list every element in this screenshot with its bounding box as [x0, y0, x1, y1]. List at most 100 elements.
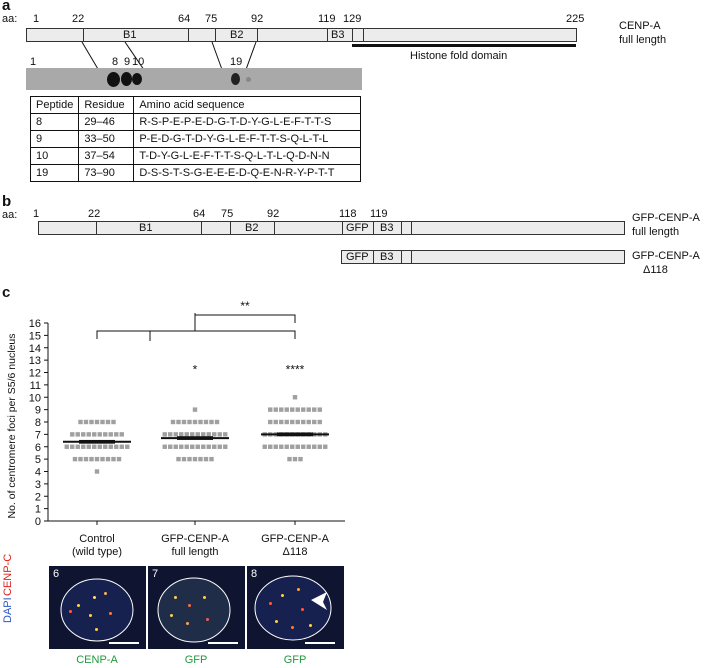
category-label-full-2: full length [171, 546, 219, 558]
data-point [108, 444, 113, 449]
data-point [306, 407, 311, 412]
data-point [64, 444, 69, 449]
cell-sequence: D-S-S-T-S-G-E-E-E-D-Q-E-N-R-Y-P-T-T [133, 164, 361, 182]
data-point [290, 419, 295, 425]
data-point [195, 444, 200, 449]
micrograph-gfp-full-length: 7 [148, 566, 245, 649]
data-point [114, 432, 119, 437]
data-point [94, 469, 100, 474]
data-point [287, 456, 292, 462]
data-point [273, 407, 278, 412]
data-point [192, 456, 198, 462]
data-point [209, 456, 214, 462]
category-label-control-1: Control [79, 533, 115, 545]
cell-peptide: 19 [29, 164, 80, 182]
data-point [212, 444, 217, 449]
data-point [97, 432, 102, 437]
data-point [170, 419, 176, 425]
y-tick-label: 7 [35, 429, 41, 441]
data-point [198, 419, 203, 425]
tick-a-119: 119 [318, 13, 336, 25]
data-point [301, 419, 306, 425]
domain-gfp: GFP [346, 251, 369, 263]
tick-b-22: 22 [88, 208, 101, 220]
data-point [162, 432, 167, 437]
data-point [290, 407, 295, 412]
panel-c-label: c [2, 284, 11, 301]
data-point [83, 456, 89, 462]
data-point [306, 444, 311, 449]
cell-sequence: R-S-P-E-P-E-D-G-T-D-Y-G-L-E-F-T-T-S [133, 113, 361, 131]
gfp-full-label-line2: full length [632, 226, 680, 238]
cell-residue: 29–46 [78, 113, 135, 131]
data-point [181, 456, 187, 462]
data-point [108, 432, 113, 437]
significance-single-star: * [193, 363, 198, 377]
domain-gfp: GFP [346, 222, 369, 234]
cell-peptide: 10 [29, 147, 80, 165]
table-row: 10 37–54 T-D-Y-G-L-E-F-T-T-S-Q-L-T-L-Q-D… [29, 147, 361, 165]
tick-a-92: 92 [251, 13, 264, 25]
blot-number-9: 9 [124, 56, 131, 68]
data-point [317, 444, 322, 449]
gfp-trunc-label-line1: GFP-CENP-A [632, 250, 700, 262]
cell-residue: 73–90 [78, 164, 135, 182]
data-point [268, 419, 273, 425]
data-point [70, 432, 75, 437]
histone-fold-domain-line [352, 44, 576, 47]
data-point [223, 432, 228, 437]
data-point [268, 407, 273, 412]
data-point [317, 419, 322, 425]
data-point [184, 432, 189, 437]
y-tick-label: 10 [29, 392, 41, 404]
panel-b-label: b [2, 193, 12, 210]
table-header-sequence: Amino acid sequence [133, 96, 361, 114]
data-point [195, 432, 200, 437]
cenp-a-full-length-bar: B1 B2 B3 [26, 28, 577, 42]
gfp-cenp-a-full-length-bar: B1 B2 GFP B3 [38, 221, 625, 235]
data-point [190, 444, 195, 449]
y-tick-label: 13 [29, 355, 41, 367]
micrograph-number: 7 [152, 568, 159, 580]
data-point [125, 444, 130, 449]
gfp-cenp-a-delta118-bar: GFP B3 [341, 250, 625, 264]
data-point [78, 419, 83, 425]
tick-b-92: 92 [267, 208, 280, 220]
y-tick-label: 5 [35, 454, 41, 466]
data-point [111, 456, 116, 462]
data-point [217, 432, 222, 437]
data-point [168, 432, 173, 437]
y-tick-label: 0 [35, 516, 41, 528]
data-point [116, 456, 122, 462]
histone-fold-domain-label: Histone fold domain [410, 50, 508, 62]
data-point [268, 444, 273, 449]
data-point [75, 432, 80, 437]
data-point [279, 444, 284, 449]
y-tick-label: 9 [35, 405, 41, 417]
data-point [92, 444, 97, 449]
data-point [203, 456, 209, 462]
micro-side-label-dapi: DAPI [2, 597, 14, 623]
gfp-full-label-line1: GFP-CENP-A [632, 212, 700, 224]
data-point [94, 456, 100, 462]
domain-b3: B3 [380, 222, 394, 234]
data-point [312, 419, 317, 425]
data-point [83, 419, 89, 425]
significance-double-star: ** [240, 299, 250, 313]
data-point [103, 444, 108, 449]
peptide-blot-image [26, 68, 362, 90]
tick-a-225: 225 [566, 13, 585, 25]
bracket-full-vs-delta [194, 314, 296, 331]
data-point [192, 419, 198, 425]
category-label-full-1: GFP-CENP-A [161, 533, 229, 545]
sem-bar [277, 432, 313, 437]
tick-a-129: 129 [343, 13, 362, 25]
micrograph-gfp-delta118: 8 [247, 566, 344, 649]
y-tick-label: 12 [29, 368, 41, 380]
data-point [192, 407, 198, 412]
data-point [111, 419, 116, 425]
data-point [190, 432, 195, 437]
y-tick-label: 15 [29, 330, 41, 342]
y-tick-label: 16 [29, 318, 41, 330]
